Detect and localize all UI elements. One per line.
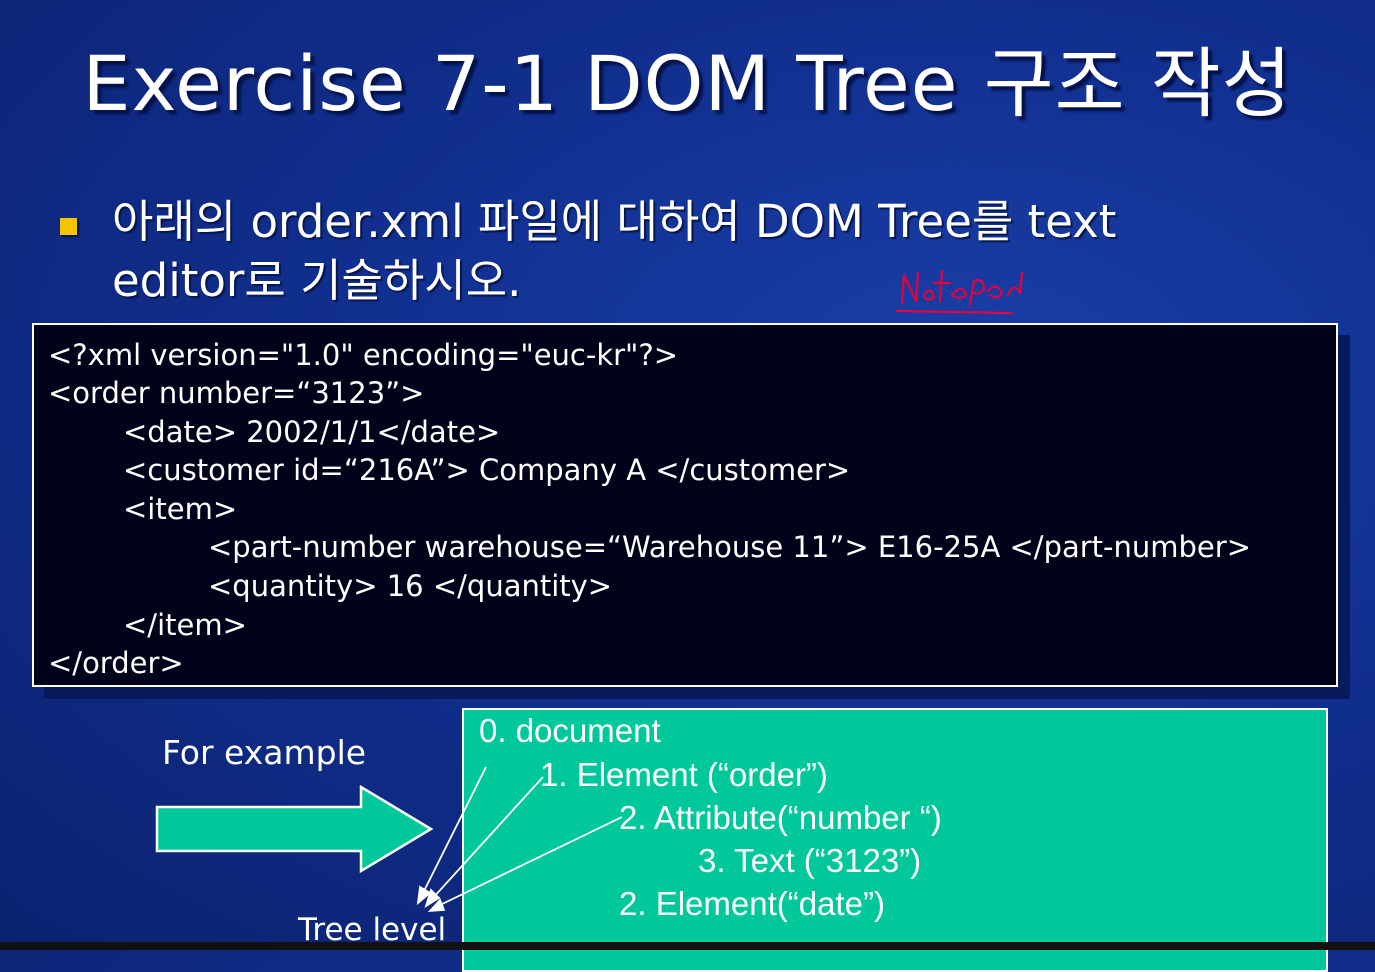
code-line: <customer id=“216A”> Company A </custome… xyxy=(123,453,851,487)
code-line: </order> xyxy=(48,646,184,680)
dom-tree-box: 0. document 1. Element (“order”) 2. Attr… xyxy=(462,708,1328,972)
tree-line: 1. Element (“order”) xyxy=(540,756,828,793)
code-line: <order number=“3123”> xyxy=(48,376,425,410)
tree-line: 3. Text (“3123”) xyxy=(698,842,922,879)
tree-line: 2. Element(“date”) xyxy=(619,885,885,922)
bullet-text: 아래의 order.xml 파일에 대하여 DOM Tree를 text edi… xyxy=(112,195,1117,307)
code-line: </item> xyxy=(123,608,247,642)
tree-line: 0. document xyxy=(479,712,661,749)
slide-title: Exercise 7-1 DOM Tree 구조 작성 xyxy=(82,39,1293,128)
code-line: <?xml version="1.0" encoding="euc-kr"?> xyxy=(48,338,679,372)
tree-line: 2. Attribute(“number “) xyxy=(619,799,942,836)
code-line: <date> 2002/1/1</date> xyxy=(123,415,501,449)
code-line: <item> xyxy=(123,492,238,526)
taskbar-edge xyxy=(0,942,1375,950)
code-line: <quantity> 16 </quantity> xyxy=(208,569,613,603)
xml-code-box: <?xml version="1.0" encoding="euc-kr"?> … xyxy=(32,323,1338,687)
tree-level-pointers xyxy=(416,766,623,913)
right-arrow-icon xyxy=(155,785,434,873)
square-bullet-icon xyxy=(60,218,77,235)
code-line: <part-number warehouse=“Warehouse 11”> E… xyxy=(208,530,1251,564)
example-label: For example xyxy=(162,733,367,772)
